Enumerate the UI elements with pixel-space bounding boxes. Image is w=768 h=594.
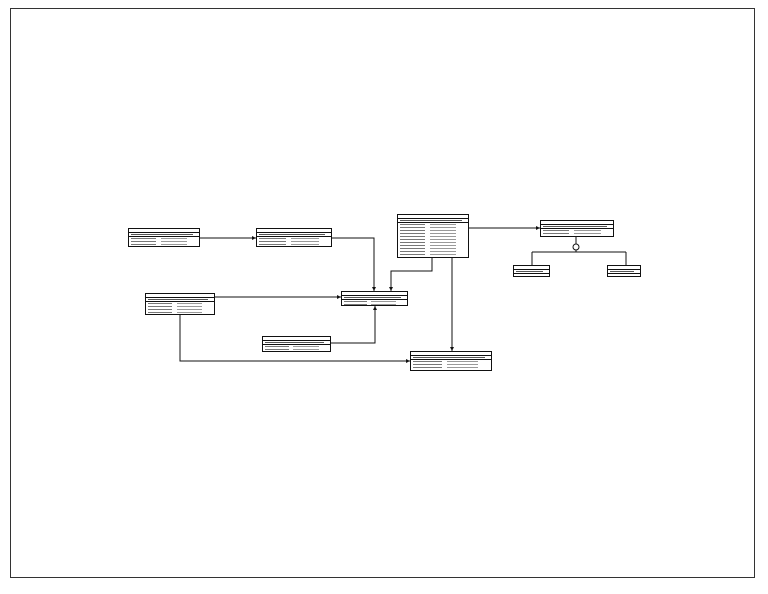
entity-title-bar [263, 337, 330, 341]
entity-title-bar [608, 266, 640, 270]
arrowhead [536, 226, 540, 230]
entity-attributes [398, 223, 468, 257]
subtype-discriminator [572, 243, 580, 251]
entity-table[interactable] [540, 220, 614, 237]
entity-table[interactable] [397, 214, 469, 258]
entity-title-bar [541, 221, 613, 225]
entity-title-bar [342, 292, 407, 296]
entity-primary-key [257, 233, 331, 237]
entity-attributes [146, 302, 214, 314]
entity-attributes [257, 237, 331, 246]
entity-primary-key [541, 225, 613, 229]
arrowhead [389, 287, 393, 291]
entity-table[interactable] [410, 351, 492, 371]
entity-title-bar [257, 229, 331, 233]
entity-title-bar [146, 294, 214, 298]
arrowhead [337, 295, 341, 299]
entity-primary-key [263, 341, 330, 345]
entity-primary-key [608, 270, 640, 274]
entity-primary-key [398, 219, 468, 223]
entity-primary-key [129, 233, 199, 237]
entity-primary-key [146, 298, 214, 302]
relationship-line [390, 258, 433, 291]
entity-table[interactable] [513, 265, 550, 277]
entity-primary-key [514, 270, 549, 274]
arrowhead [373, 306, 377, 310]
entity-table[interactable] [341, 291, 408, 306]
entity-attributes [129, 237, 199, 246]
entity-title-bar [411, 352, 491, 356]
arrowhead [450, 347, 454, 351]
entity-primary-key [342, 296, 407, 300]
entity-table[interactable] [607, 265, 641, 277]
relationship-line [179, 315, 410, 362]
entity-attributes [411, 360, 491, 370]
entity-table[interactable] [262, 336, 331, 352]
entity-attributes [263, 345, 330, 351]
entity-table[interactable] [145, 293, 215, 315]
arrowhead [372, 287, 376, 291]
relationship-line [332, 237, 375, 291]
entity-table[interactable] [256, 228, 332, 247]
arrowhead [406, 359, 410, 363]
entity-title-bar [129, 229, 199, 233]
entity-attributes [342, 300, 407, 305]
arrowhead [252, 236, 256, 240]
entity-table[interactable] [128, 228, 200, 247]
entity-attributes [541, 229, 613, 236]
relationship-line [331, 306, 376, 344]
entity-title-bar [514, 266, 549, 270]
entity-primary-key [411, 356, 491, 360]
entity-title-bar [398, 215, 468, 219]
